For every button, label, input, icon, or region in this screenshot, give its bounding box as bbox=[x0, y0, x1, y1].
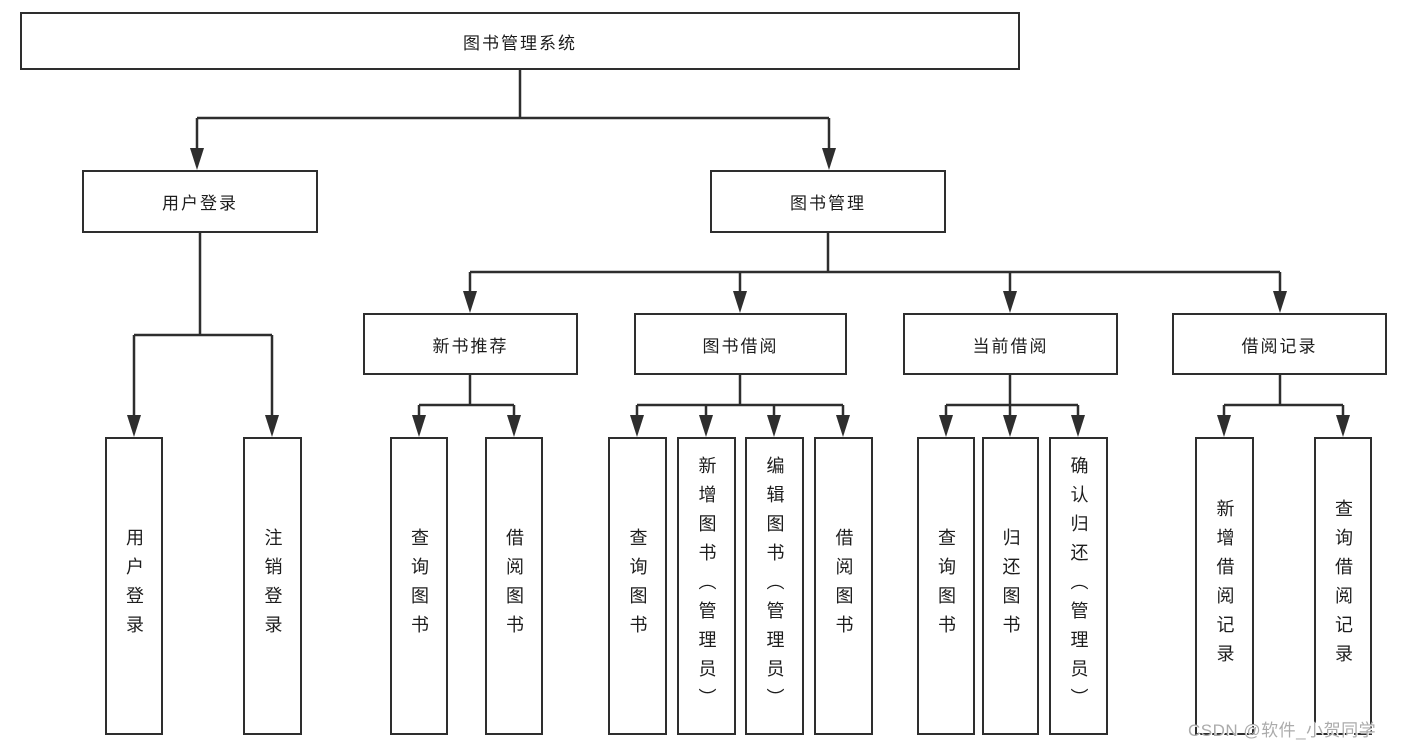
node-user-login-group: 用户登录 bbox=[82, 170, 318, 233]
leaf-logout: 注销登录 bbox=[243, 437, 302, 735]
node-label: 用户登录 bbox=[124, 528, 144, 644]
node-label: 查询借阅记录 bbox=[1333, 499, 1353, 673]
node-label: 图书管理系统 bbox=[463, 33, 577, 53]
node-label: 确认归还（管理员） bbox=[1068, 455, 1089, 717]
node-label: 新增借阅记录 bbox=[1214, 499, 1235, 673]
node-label: 注销登录 bbox=[262, 528, 283, 644]
node-label: 图书管理 bbox=[790, 194, 866, 213]
leaf-query-books-under-borrowing: 查询图书 bbox=[608, 437, 667, 735]
leaf-borrow-books-under-recommendation: 借阅图书 bbox=[485, 437, 543, 735]
node-library-management-system: 图书管理系统 bbox=[20, 12, 1020, 70]
node-label: 图书借阅 bbox=[702, 336, 779, 356]
leaf-confirm-return-admin: 确认归还（管理员） bbox=[1049, 437, 1108, 735]
node-label: 查询图书 bbox=[409, 528, 429, 644]
node-label: 编辑图书（管理员） bbox=[764, 455, 785, 717]
leaf-return-book: 归还图书 bbox=[982, 437, 1039, 735]
node-label: 新书推荐 bbox=[432, 336, 509, 356]
leaf-query-borrow-record: 查询借阅记录 bbox=[1314, 437, 1372, 735]
node-label: 归还图书 bbox=[1000, 528, 1021, 644]
node-book-management: 图书管理 bbox=[710, 170, 946, 233]
csdn-watermark: CSDN @软件_小贺同学 bbox=[1188, 721, 1377, 740]
leaf-add-book-admin: 新增图书（管理员） bbox=[677, 437, 736, 735]
node-label: 借阅记录 bbox=[1241, 336, 1318, 356]
node-current-borrowing: 当前借阅 bbox=[903, 313, 1118, 375]
node-label: 当前借阅 bbox=[972, 336, 1049, 356]
node-label: 新增图书（管理员） bbox=[696, 455, 717, 717]
node-label: 用户登录 bbox=[162, 194, 238, 213]
node-new-book-recommendation: 新书推荐 bbox=[363, 313, 578, 375]
leaf-query-books-under-current: 查询图书 bbox=[917, 437, 975, 735]
leaf-query-books-under-recommendation: 查询图书 bbox=[390, 437, 448, 735]
node-label: 查询图书 bbox=[936, 528, 956, 644]
leaf-add-borrow-record: 新增借阅记录 bbox=[1195, 437, 1254, 735]
leaf-borrow-books-under-borrowing: 借阅图书 bbox=[814, 437, 873, 735]
leaf-user-login: 用户登录 bbox=[105, 437, 163, 735]
node-label: 借阅图书 bbox=[504, 528, 524, 644]
node-label: 借阅图书 bbox=[833, 528, 854, 644]
node-book-borrowing: 图书借阅 bbox=[634, 313, 847, 375]
node-label: 查询图书 bbox=[627, 528, 648, 644]
leaf-edit-book-admin: 编辑图书（管理员） bbox=[745, 437, 804, 735]
node-borrowing-records: 借阅记录 bbox=[1172, 313, 1387, 375]
